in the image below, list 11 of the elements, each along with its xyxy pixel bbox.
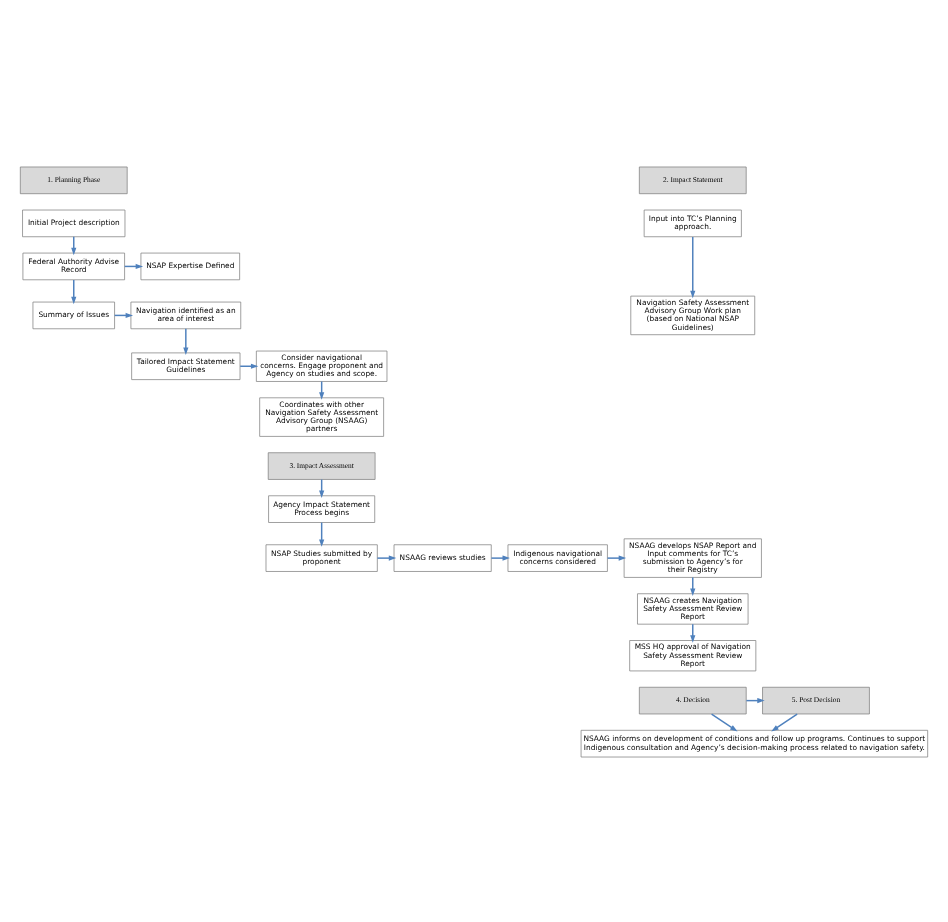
arrow: [183, 327, 189, 354]
arrow: [376, 554, 397, 560]
arrow: [690, 622, 696, 642]
arrow: [490, 554, 510, 560]
arrow: [71, 235, 77, 255]
arrow: [606, 554, 627, 560]
arrow: [690, 575, 696, 595]
arrow: [71, 278, 77, 304]
arrow: [690, 235, 696, 298]
arrow: [771, 712, 798, 731]
arrow: [710, 712, 738, 731]
